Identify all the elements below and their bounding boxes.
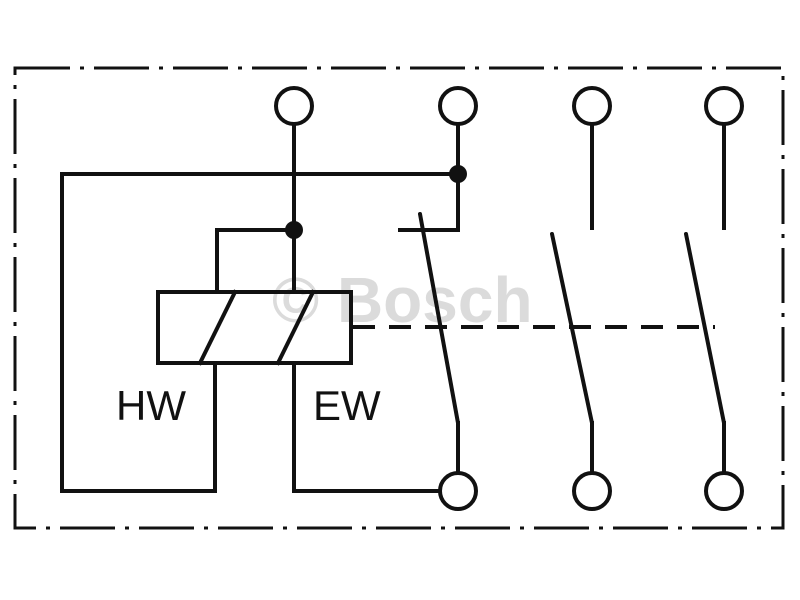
switch-blade-2 [550,232,594,425]
terminal-top-2 [438,86,478,126]
wire-top-bus [60,172,460,493]
junction-node-top [449,165,467,183]
terminal-top-3 [572,86,612,126]
terminal-top-4 [704,86,744,126]
coil-winding-1 [197,289,238,366]
coil-winding-2 [275,289,316,366]
enclosure-frame [13,66,785,530]
terminal-bottom-3 [704,471,744,511]
terminal-bottom-2 [572,471,612,511]
wire-coil-tap [215,228,296,292]
relay-coil [156,290,353,365]
junction-node-coil [285,221,303,239]
label-hw: HW [116,382,186,429]
wire-ew-lead [292,363,443,493]
switch-blade-1 [418,212,460,425]
label-ew: EW [313,382,381,429]
terminal-top-1 [274,86,314,126]
terminal-bottom-1 [438,471,478,511]
watermark-text: © Bosch [272,264,533,336]
switch-blade-3 [684,232,726,425]
